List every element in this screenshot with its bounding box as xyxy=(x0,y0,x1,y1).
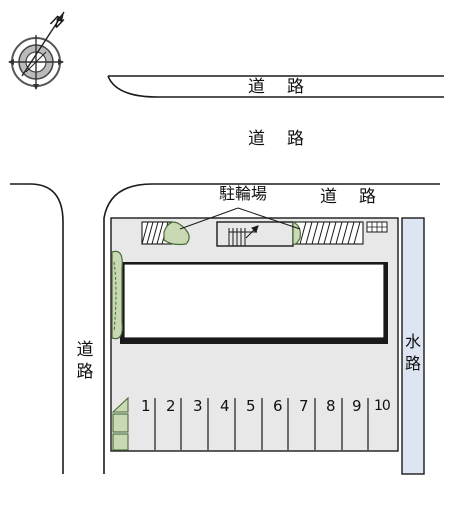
parking-space-6: 6 xyxy=(273,397,283,415)
parking-space-8: 8 xyxy=(326,397,336,415)
waterway-char-1: 水 xyxy=(404,332,421,351)
left-road-label: 道 路 xyxy=(75,342,95,386)
hedge-left xyxy=(111,250,123,340)
parking-dividers xyxy=(154,398,369,450)
middle-road-char-2: 路 xyxy=(287,129,304,149)
top-road-edge xyxy=(107,75,444,98)
waterway-label: 水 路 xyxy=(403,334,423,378)
bike-parking-left xyxy=(141,221,190,246)
parking-space-2: 2 xyxy=(166,397,176,415)
stairs-icon xyxy=(228,225,259,246)
bicycle-parking-label: 駐輪場 xyxy=(219,184,268,203)
parking-space-10: 10 xyxy=(374,398,391,414)
waterway-char-2: 路 xyxy=(404,354,421,373)
compass-icon xyxy=(8,11,65,90)
top-road-char-1: 道 xyxy=(248,77,265,97)
parking-space-9: 9 xyxy=(352,397,362,415)
top-road-char-2: 路 xyxy=(287,77,304,97)
bike-label-leaders xyxy=(179,207,301,230)
parking-space-7: 7 xyxy=(299,397,309,415)
left-road-char-2: 路 xyxy=(76,362,94,382)
right-road-char-2: 路 xyxy=(359,187,376,207)
left-road-outer-edge xyxy=(10,183,64,474)
parking-space-5: 5 xyxy=(246,397,256,415)
middle-road-char-1: 道 xyxy=(248,129,265,149)
entrance-block xyxy=(216,221,294,247)
building-balcony-ticks xyxy=(157,338,351,344)
left-road-char-1: 道 xyxy=(76,340,94,360)
waterway xyxy=(401,217,425,475)
parking-space-4: 4 xyxy=(220,397,230,415)
parking-space-1: 1 xyxy=(141,397,151,415)
planter-lower-left xyxy=(111,396,129,451)
utility-box xyxy=(366,221,388,233)
bike-parking-right xyxy=(292,221,364,245)
right-road-char-1: 道 xyxy=(320,187,337,207)
parking-space-3: 3 xyxy=(193,397,203,415)
site-road-edge xyxy=(103,183,440,474)
building xyxy=(123,263,385,339)
